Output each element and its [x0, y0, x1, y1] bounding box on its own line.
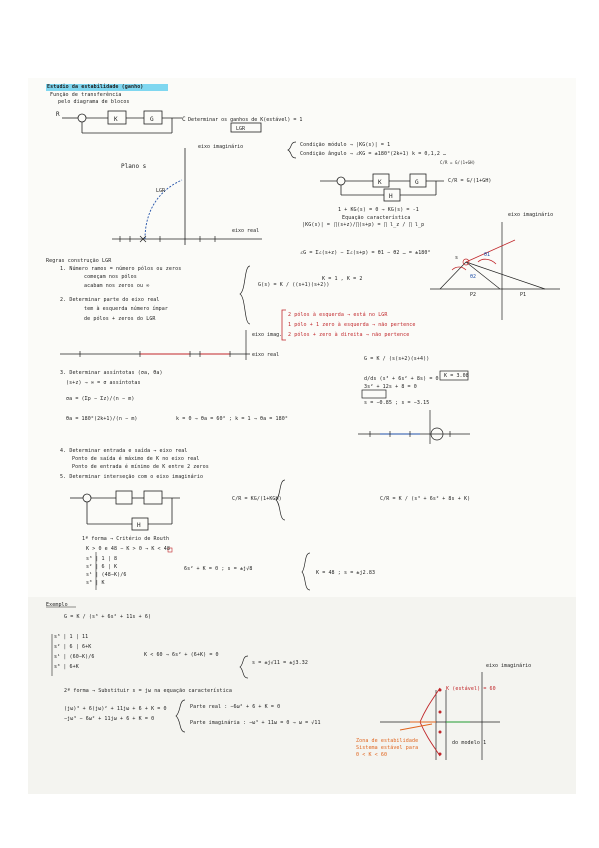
- example-r1: K < 60 → 6s² + (6+K) = 0: [144, 652, 219, 658]
- routh-row-3: s¹ | (48−K)/6: [86, 572, 127, 578]
- asym-heading: 3. Determinar assíntotas (σa, θa): [60, 370, 163, 376]
- example-r5: Parte imaginária : −ω³ + 11ω = 0 → ω = √…: [190, 720, 321, 726]
- polar-theta2: θ2: [470, 274, 476, 280]
- asym-values: k = 0 → θa = 60° ; k = 1 → θa = 180°: [176, 416, 288, 422]
- routh-row-2: s² | 6 | K: [86, 564, 118, 570]
- example-row-3: s¹ | (60−K)/6: [54, 654, 95, 660]
- block3-tf2: C/R = K / (s³ + 6s² + 8s + K): [380, 496, 471, 502]
- rule-1a: começam nos pólos: [84, 274, 137, 280]
- block2-g-label: G: [415, 179, 419, 186]
- calc-res: 3s² + 12s + 8 = 0: [364, 384, 417, 390]
- calc-k: K = 3.08: [444, 373, 469, 379]
- rule-1: 1. Número ramos = número pólos ou zeros: [60, 266, 182, 272]
- polar-p2: P2: [470, 292, 476, 298]
- rootplot-k-label: K (estável) = 60: [446, 686, 496, 692]
- calc-d: d/ds (s³ + 6s² + 8s) = 0: [364, 376, 439, 382]
- condition-modulo: Condição módulo → |KG(s)| = 1: [300, 142, 391, 148]
- rule-1b: acabam nos zeros ou ∞: [84, 283, 150, 289]
- mod-eq-frac: ∏(s+z)/∏(s+p) = ∏ l_z / ∏ l_p: [334, 222, 425, 228]
- polar-axis-label: eixo imaginário: [508, 211, 553, 218]
- asym-eq1: (s+z) → ∞ = σ assíntotas: [66, 380, 141, 386]
- polar-s: s: [455, 255, 458, 261]
- routh-result: K = 48 ; s = ±j2.83: [316, 570, 376, 576]
- rule-5: 5. Determinar interseção com o eixo imag…: [60, 474, 204, 480]
- rule-4: 4. Determinar entrada e saída → eixo rea…: [60, 448, 188, 454]
- block1-lgr-box: LGR: [236, 126, 246, 132]
- routh-row-1: s³ | 1 | 8: [86, 556, 118, 562]
- rule-2b: de pólos + zeros do LGR: [84, 316, 156, 322]
- example-r6: (jω)³ + 6(jω)² + 11jω + 6 + K = 0: [64, 706, 167, 712]
- angle-eq: ∠G = Σ∠(s+z) − Σ∠(s+p) = θ1 − θ2 … = ±18…: [300, 250, 431, 256]
- block2-transfer: C/R = G/(1+GH): [448, 178, 492, 184]
- example-row-2: s² | 6 | 6+K: [54, 644, 92, 650]
- rules-side-tf: G(s) = K / ((s+1)(s+2)): [258, 282, 330, 288]
- example-r7: −jω³ − 6ω² + 11jω + 6 + K = 0: [64, 716, 155, 722]
- mod-eq-lhs: |KG(s)| =: [302, 222, 330, 228]
- note-red-3: 2 pólos + zero à direita → não pertence: [288, 332, 410, 338]
- plane1-imag-label: eixo imaginário: [198, 143, 243, 150]
- page-title: Estudio da estabilidade (ganho): [47, 84, 144, 90]
- rootplot-note-1: Zona de estabilidade: [356, 738, 419, 744]
- example-row-1: s³ | 1 | 11: [54, 634, 89, 640]
- example-heading: Exemplo: [46, 602, 68, 608]
- asym-sigma: σa = (Σp − Σz)/(n − m): [66, 396, 135, 402]
- plane1-title: Plano s: [121, 163, 147, 170]
- example-row-4: s⁰ | 6+K: [54, 664, 79, 670]
- condition-k-note: C/R = G/(1+GH): [440, 160, 476, 165]
- title-highlight: [46, 84, 168, 91]
- header-line-2: pelo diagrama de blocos: [58, 99, 130, 105]
- condition-angle: Condição ângulo → ∠KG = ±180°(2k+1) k = …: [300, 151, 447, 157]
- rule-2a: tem à esquerda número ímpar: [84, 306, 168, 312]
- block1-note: Determinar os ganhos de K(estável) = 1: [188, 116, 302, 123]
- polar-theta1: θ1: [484, 252, 490, 258]
- polar-p1: P1: [520, 292, 526, 298]
- characteristic-eq: 1 + KG(s) = 0 → KG(s) = -1: [338, 207, 419, 213]
- rootplot-note-3: 0 < K < 60: [356, 752, 388, 758]
- plane1-arrow-label: LGR: [156, 188, 166, 194]
- example-r2: s = ±j√11 = ±j3.32: [252, 660, 308, 666]
- notes-sheet-top: [28, 78, 576, 597]
- block3-tf1: C/R = KG/(1+KGH): [232, 496, 282, 502]
- example-r3: 2ª forma → Substituir s = jω na equação …: [64, 688, 232, 694]
- rootplot-note-2: Sistema estável para: [356, 745, 419, 751]
- block1-c-label: C: [182, 116, 186, 123]
- characteristic-label: Equação característica: [342, 215, 411, 221]
- axis-small-real: eixo real: [252, 352, 279, 358]
- routh-cond: K > 0 e 48 − K > 0 → K < 48: [86, 546, 170, 552]
- rule-4a: Ponto de saída é máximo de K no eixo rea…: [72, 456, 200, 462]
- asym-theta: θa = 180°(2k+1)/(n − m): [66, 416, 138, 422]
- note-red-2: 1 pólo + 1 zero à esquerda → não pertenc…: [288, 322, 416, 328]
- rules-heading: Regras construção LGR: [46, 258, 112, 264]
- rule-2: 2. Determinar parte do eixo real: [60, 297, 160, 303]
- routh-heading: 1ª forma → Critério de Routh: [82, 536, 170, 542]
- plane1-real-label: eixo real: [232, 228, 259, 234]
- calc-g: G = K / (s(s+2)(s+4)): [364, 356, 430, 362]
- block1-k-label: K: [114, 116, 118, 123]
- notes-sheet-bottom: [28, 597, 576, 794]
- block2-h-label: H: [389, 193, 393, 200]
- example-r4: Parte real : −6ω² + 6 + K = 0: [190, 704, 281, 710]
- block2-k-label: K: [378, 179, 382, 186]
- routh-system: 6s² + K = 0 ; s = ±j√8: [184, 566, 253, 572]
- header-line-1: Função de transferência: [50, 92, 122, 98]
- rules-side-cond: K = 1 , K = 2: [322, 276, 363, 282]
- example-g: G = K / (s³ + 6s² + 11s + 6): [64, 614, 152, 620]
- block1-g-label: G: [150, 116, 154, 123]
- axis-small-imag: eixo imag.: [252, 332, 282, 338]
- block3-h-label: H: [137, 522, 141, 529]
- routh-row-4: s⁰ | K: [86, 580, 105, 586]
- block1-r-label: R: [56, 111, 60, 118]
- calc-roots: s = −0.85 ; s = −3.15: [364, 400, 430, 406]
- rule-4b: Ponto de entrada é mínimo de K entre 2 z…: [72, 464, 209, 470]
- rootplot-axis-label: eixo imaginário: [486, 662, 531, 669]
- rootplot-note-4: do modelo 1: [452, 740, 487, 746]
- note-red-1: 2 pólos à esquerda → está no LGR: [288, 312, 388, 318]
